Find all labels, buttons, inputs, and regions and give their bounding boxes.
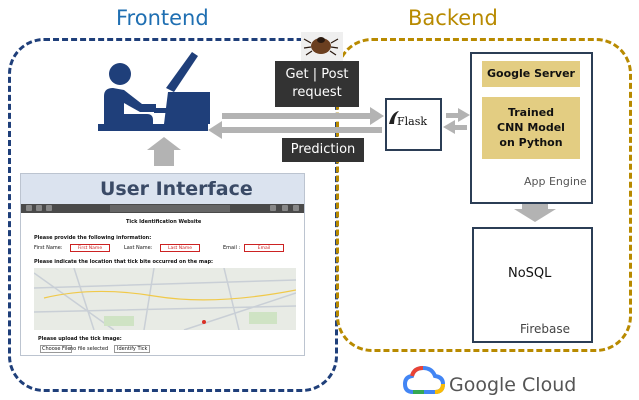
request-label-line1: Get | Post — [285, 67, 349, 82]
backend-region — [336, 38, 632, 352]
back-icon — [26, 205, 32, 211]
nosql-label: NoSQL — [508, 266, 552, 281]
tick-icon — [301, 32, 343, 62]
cnn-model-line1: Trained — [507, 106, 555, 119]
provide-info-text: Please provide the following information… — [34, 235, 152, 241]
ui-title: User Interface — [100, 178, 253, 200]
choose-file-button[interactable]: Choose File — [40, 345, 73, 353]
upload-prompt: Please upload the tick image: — [38, 336, 122, 342]
first-name-label: First Name: — [34, 245, 63, 251]
request-arrow — [222, 107, 384, 125]
firebase-label: Firebase — [520, 322, 571, 336]
flask-server-arrows — [443, 108, 470, 134]
google-server-label: Google Server — [482, 61, 580, 87]
app-engine-label: App Engine — [524, 175, 587, 188]
prediction-label: Prediction — [282, 138, 364, 162]
first-name-field[interactable]: First Name — [70, 244, 110, 252]
cnn-model-line3: on Python — [499, 136, 563, 149]
address-bar — [110, 205, 230, 212]
user-computer-icon — [98, 52, 210, 131]
flask-label: Flask — [397, 115, 428, 128]
request-label-line2: request — [292, 85, 342, 100]
flask-box — [385, 98, 442, 151]
cnn-model-box: Trained CNN Model on Python — [482, 97, 580, 159]
google-cloud-label: Google Cloud — [449, 374, 577, 396]
tabs-icon — [293, 205, 299, 211]
tab-icon — [46, 205, 52, 211]
no-file-text: no file selected — [70, 346, 109, 352]
ui-header — [21, 174, 304, 204]
database-box — [472, 227, 593, 343]
identify-tick-button[interactable]: Identify Tick — [114, 345, 151, 353]
flask-horn-icon — [389, 111, 399, 124]
email-field[interactable]: Email — [244, 244, 284, 252]
response-arrow — [208, 121, 382, 139]
request-label: Get | Post request — [275, 61, 359, 107]
ui-up-arrow — [147, 137, 181, 166]
share-icon — [270, 205, 276, 211]
site-title: Tick Identification Website — [126, 219, 202, 225]
frontend-title: Frontend — [116, 6, 209, 30]
backend-title: Backend — [408, 6, 498, 30]
map-roads — [34, 268, 296, 330]
location-prompt: Please indicate the location that tick b… — [34, 259, 214, 265]
email-label: Email : — [223, 245, 241, 251]
google-cloud-icon — [402, 365, 446, 394]
last-name-label: Last Name: — [124, 245, 153, 251]
forward-icon — [36, 205, 42, 211]
cnn-model-line2: CNN Model — [497, 121, 565, 134]
add-tab-icon — [282, 205, 288, 211]
last-name-field[interactable]: Last Name — [160, 244, 200, 252]
